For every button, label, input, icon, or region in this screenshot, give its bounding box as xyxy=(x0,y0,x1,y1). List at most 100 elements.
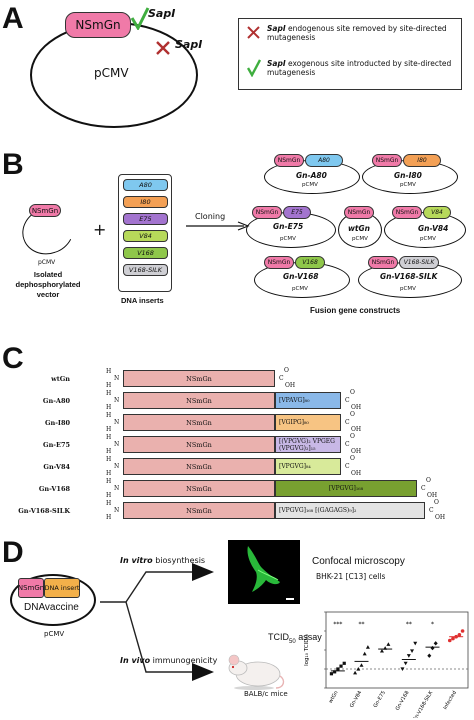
n-label: N xyxy=(114,397,120,404)
cross-icon xyxy=(247,26,260,39)
construct-insert: V168-SILK xyxy=(399,256,439,269)
panel-d-microscopy: Confocal microscopy xyxy=(312,556,405,567)
h-label: H xyxy=(106,390,112,397)
panel-d-insert-box: DNA insert xyxy=(44,578,80,598)
h-label: H xyxy=(106,500,112,507)
oh-label: OH xyxy=(285,382,296,389)
construct-plasmid-label: pCMV xyxy=(400,286,416,292)
nsmgn-bar: NSmGn xyxy=(123,502,275,519)
data-point xyxy=(430,645,435,651)
nsmgn-bar: NSmGn xyxy=(123,458,275,475)
panel-c-letter: C xyxy=(2,342,24,375)
check-icon xyxy=(130,7,150,30)
o-label: O xyxy=(284,367,289,374)
construct-plasmid-label: pCMV xyxy=(280,236,296,242)
oh-label: OH xyxy=(351,404,362,411)
insert-segment: [VPAVG]₈₀ xyxy=(275,392,341,409)
panel-a-site-right: SapI xyxy=(175,38,203,51)
n-label: N xyxy=(114,441,120,448)
construct-insert: E75 xyxy=(283,206,311,219)
panel-b-letter: B xyxy=(2,148,24,181)
panel-d-in-vitro: In vitro biosynthesis xyxy=(120,556,206,565)
data-point xyxy=(457,633,462,637)
panel-b-insert-caption: DNA inserts xyxy=(121,296,164,305)
data-point xyxy=(353,670,358,675)
data-point xyxy=(342,661,346,665)
branch-lines xyxy=(100,563,214,681)
construct-plasmid-label: pCMV xyxy=(302,182,318,188)
panel-a-site-top: SapI xyxy=(148,7,176,20)
n-label: N xyxy=(114,485,120,492)
c-label: C xyxy=(279,375,284,382)
panel-d-gene-box: NSmGn xyxy=(18,578,44,598)
panel-d-plasmid-label: pCMV xyxy=(44,630,65,638)
construct-gene: NSmGn xyxy=(252,206,282,219)
panel-a-letter: A xyxy=(2,2,24,35)
data-point xyxy=(336,667,340,671)
panel-a-plasmid-label: pCMV xyxy=(94,66,129,80)
construct-name: Gn-E75 xyxy=(273,222,304,231)
insert-i80: I80 xyxy=(123,196,168,208)
o-label: O xyxy=(434,499,439,506)
panel-b-vector-gene: NSmGn xyxy=(29,204,61,217)
data-point xyxy=(359,663,364,667)
c-label: C xyxy=(421,485,426,492)
panel-b-inserts: A80 I80 E75 V84 V168 V168-SILK xyxy=(118,174,172,292)
panel-b-vector-caption: Isolated dephosphorylated vector xyxy=(15,270,81,299)
panel-b-plus: + xyxy=(93,220,107,239)
n-label: N xyxy=(114,375,120,382)
oh-label: OH xyxy=(427,492,438,499)
construct-gene: NSmGn xyxy=(264,256,294,269)
n-label: N xyxy=(114,463,120,470)
legend-introduced-desc: exogenous site introducted by site-direc… xyxy=(267,59,452,77)
h-label: H xyxy=(106,478,112,485)
o-label: O xyxy=(350,411,355,418)
h-label: H xyxy=(106,434,112,441)
data-point xyxy=(333,670,337,674)
construct-plasmid-label: pCMV xyxy=(292,286,308,292)
nsmgn-bar: NSmGn xyxy=(123,392,275,409)
panel-d-tcid: TCID50 assay xyxy=(268,632,322,645)
confocal-image xyxy=(228,540,300,604)
data-point xyxy=(427,653,432,658)
data-point xyxy=(403,661,408,666)
significance-stars: ** xyxy=(406,621,412,628)
legend-site-name: SapI xyxy=(267,24,286,33)
nsmgn-bar: NSmGn xyxy=(123,370,275,387)
oh-label: OH xyxy=(351,470,362,477)
panel-b-arrow-label: Cloning xyxy=(195,212,226,221)
insert-v168-silk: V168-SILK xyxy=(123,264,168,276)
data-point xyxy=(356,667,361,671)
check-icon xyxy=(247,59,261,77)
h-label: H xyxy=(106,412,112,419)
construct-gene: NSmGn xyxy=(274,154,304,167)
insert-v84: V84 xyxy=(123,230,168,242)
panel-a-legend: SapI endogenous site removed by site-dir… xyxy=(238,18,462,90)
oh-label: OH xyxy=(351,426,362,433)
nsmgn-bar: NSmGn xyxy=(123,436,275,453)
legend-introduced-text: SapI exogenous site introducted by site-… xyxy=(267,59,457,77)
data-point xyxy=(379,648,384,653)
construct-name: Gn-A80 xyxy=(296,171,327,180)
h-label: H xyxy=(106,382,112,389)
panel-d-in-vivo: In vivo immunogenicity xyxy=(120,656,218,665)
data-point xyxy=(362,651,367,656)
cloning-arrow-icon xyxy=(186,221,250,231)
panel-d-mice: BALB/c mice xyxy=(244,690,288,698)
significance-stars: *** xyxy=(333,621,342,628)
nsmgn-bar: NSmGn xyxy=(123,480,275,497)
data-point xyxy=(413,641,418,646)
category-label: Gn-V84 xyxy=(349,690,363,709)
category-label: wtGn xyxy=(328,690,340,704)
panel-d-plasmid xyxy=(10,574,96,626)
n-label: N xyxy=(114,507,120,514)
insert-e75: E75 xyxy=(123,213,168,225)
panel-d-vaccine-label: DNAvaccine xyxy=(24,602,79,613)
construct-plasmid-label: pCMV xyxy=(420,236,436,242)
data-point xyxy=(410,649,415,653)
plot-frame xyxy=(325,611,469,689)
construct-name: Gn-V168 xyxy=(283,272,319,281)
insert-segment: [VPGVG]₈₄ xyxy=(275,458,341,475)
data-point xyxy=(451,636,455,641)
